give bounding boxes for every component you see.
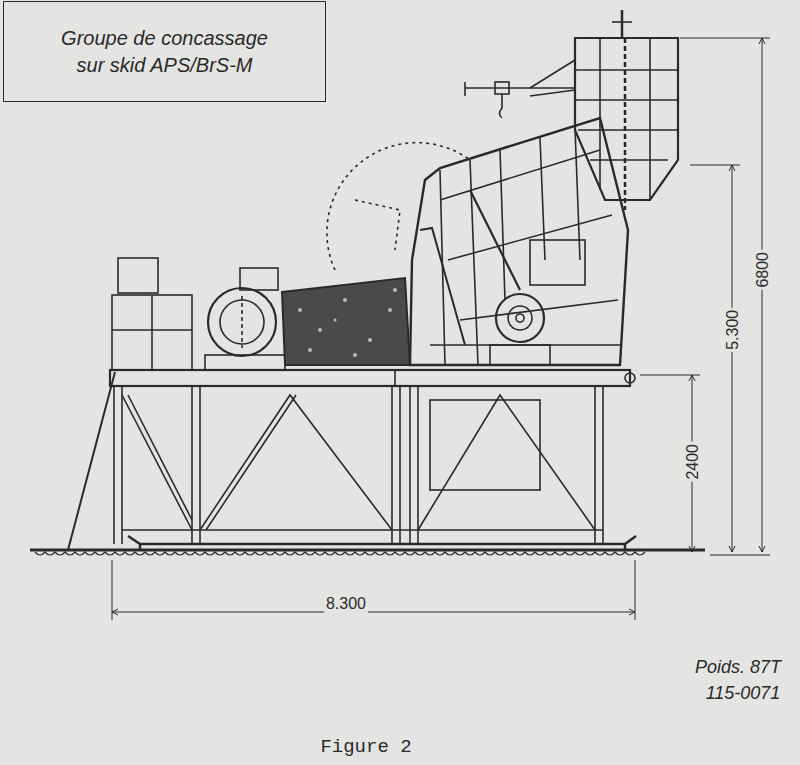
dimension-label: 2400 [684,442,702,482]
figure-caption: Figure 2 [318,737,413,758]
drawing-number: 115-0071 [704,684,783,704]
dimension-label: 5.300 [724,308,742,352]
weight-note: Poids. 87T [693,658,783,678]
title-text: Groupe de concassage sur skid APS/BrS-M [55,25,275,79]
title-box: Groupe de concassage sur skid APS/BrS-M [3,1,326,102]
dimension-label: 8.300 [324,595,368,613]
dimension-label: 6800 [754,250,772,290]
